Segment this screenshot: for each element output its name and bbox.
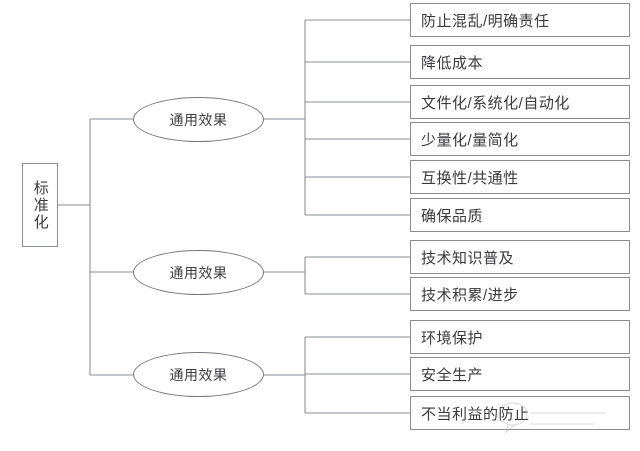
leaf-box[interactable]: 互换性/共通性 bbox=[410, 160, 630, 194]
branch-node-3[interactable]: 通用效果 bbox=[133, 352, 264, 397]
leaf-box[interactable]: 文件化/系统化/自动化 bbox=[410, 85, 630, 119]
branch-node-3-label: 通用效果 bbox=[169, 366, 228, 383]
leaf-box-label: 技术知识普及 bbox=[421, 249, 515, 267]
leaf-box[interactable]: 技术知识普及 bbox=[410, 240, 630, 274]
leaf-box-label: 少量化/量简化 bbox=[421, 131, 519, 149]
leaf-box[interactable]: 安全生产 bbox=[410, 357, 630, 391]
leaf-box-label: 环境保护 bbox=[421, 329, 484, 347]
leaf-box[interactable]: 不当利益的防止 bbox=[410, 396, 630, 430]
leaf-box-label: 安全生产 bbox=[421, 366, 484, 384]
leaf-box[interactable]: 环境保护 bbox=[410, 320, 630, 354]
leaf-box[interactable]: 降低成本 bbox=[410, 45, 630, 79]
branch-node-1-label: 通用效果 bbox=[169, 111, 228, 128]
leaf-box[interactable]: 技术积累/进步 bbox=[410, 277, 630, 311]
leaf-box-label: 文件化/系统化/自动化 bbox=[421, 94, 570, 112]
leaf-box-label: 确保品质 bbox=[421, 207, 484, 225]
leaf-box-label: 降低成本 bbox=[421, 54, 484, 72]
leaf-box[interactable]: 防止混乱/明确责任 bbox=[410, 3, 630, 37]
leaf-box[interactable]: 少量化/量简化 bbox=[410, 122, 630, 156]
branch-node-1[interactable]: 通用效果 bbox=[133, 97, 264, 142]
branch-node-2[interactable]: 通用效果 bbox=[133, 250, 264, 295]
leaf-box[interactable]: 确保品质 bbox=[410, 198, 630, 232]
root-node-label: 标准化 bbox=[31, 179, 49, 231]
root-node-standardization[interactable]: 标准化 bbox=[22, 163, 58, 247]
branch-node-2-label: 通用效果 bbox=[169, 264, 228, 281]
leaf-box-label: 互换性/共通性 bbox=[421, 169, 519, 187]
leaf-box-label: 不当利益的防止 bbox=[421, 405, 530, 423]
leaf-box-label: 技术积累/进步 bbox=[421, 286, 519, 304]
leaf-box-label: 防止混乱/明确责任 bbox=[421, 12, 550, 30]
